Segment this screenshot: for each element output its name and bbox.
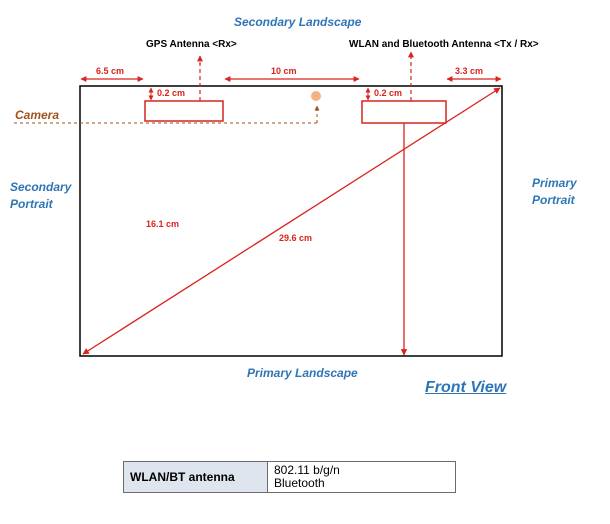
- primary-portrait-line1: Primary: [532, 176, 577, 190]
- left-offset-value: 6.5 cm: [96, 66, 125, 76]
- spec-value-line1: 802.11 b/g/n: [274, 463, 340, 477]
- antenna-spec-table: WLAN/BT antenna 802.11 b/g/n Bluetooth: [123, 461, 456, 493]
- primary-portrait-label: Primary Portrait: [532, 175, 577, 209]
- gps-depth-value: 0.2 cm: [157, 88, 186, 98]
- secondary-landscape-label: Secondary Landscape: [234, 15, 362, 29]
- wlan-antenna-block: [361, 100, 447, 124]
- height-value: 16.1 cm: [146, 219, 180, 229]
- spec-key-cell: WLAN/BT antenna: [123, 461, 268, 493]
- primary-portrait-line2: Portrait: [532, 193, 575, 207]
- gps-antenna-label: GPS Antenna <Rx>: [146, 39, 237, 50]
- front-view-title: Front View: [425, 379, 507, 396]
- gps-antenna-block: [144, 100, 224, 122]
- camera-label: Camera: [15, 108, 60, 122]
- right-offset-value: 3.3 cm: [455, 66, 484, 76]
- diagonal-dimension-arrow: [82, 87, 501, 355]
- wlan-depth-value: 0.2 cm: [374, 88, 403, 98]
- spec-value-line2: Bluetooth: [274, 476, 325, 490]
- wlan-antenna-label: WLAN and Bluetooth Antenna <Tx / Rx>: [349, 39, 539, 50]
- secondary-portrait-line2: Portrait: [10, 197, 53, 211]
- primary-landscape-label: Primary Landscape: [247, 366, 358, 380]
- secondary-portrait-label: Secondary Portrait: [10, 179, 71, 213]
- camera-dot: [311, 91, 321, 101]
- diagonal-value: 29.6 cm: [279, 233, 313, 243]
- spec-value-cell: 802.11 b/g/n Bluetooth: [267, 461, 456, 493]
- table-row: WLAN/BT antenna 802.11 b/g/n Bluetooth: [123, 461, 456, 493]
- device-outline: [79, 85, 503, 357]
- antenna-spacing-value: 10 cm: [271, 66, 297, 76]
- secondary-portrait-line1: Secondary: [10, 180, 72, 194]
